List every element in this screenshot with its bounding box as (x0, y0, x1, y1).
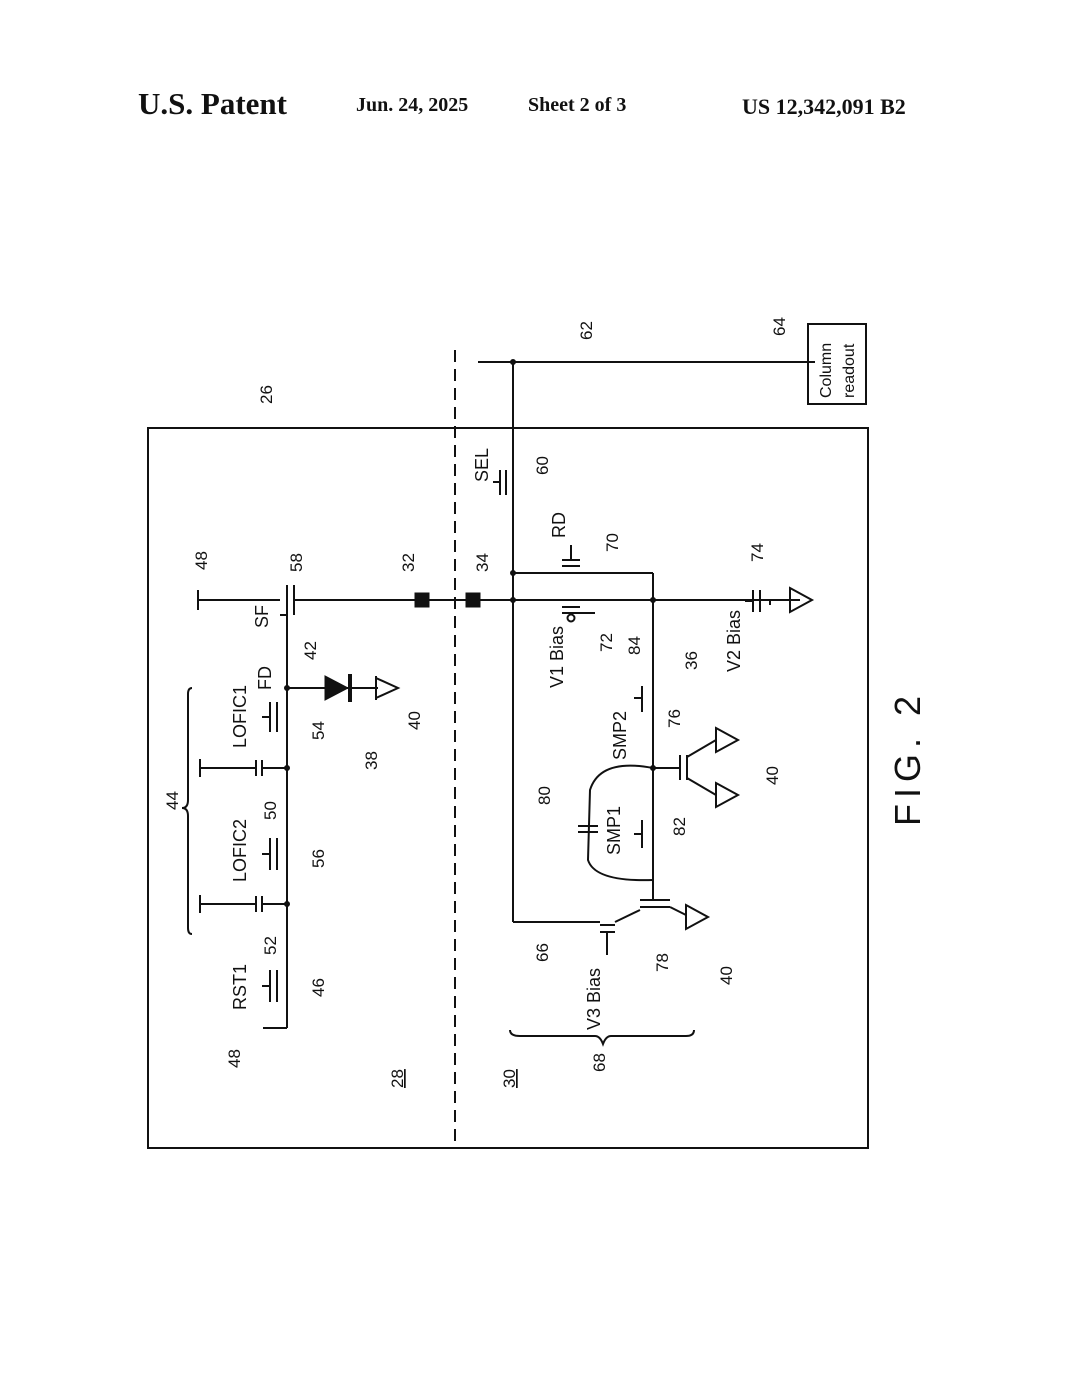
ref-72: 72 (597, 633, 616, 652)
ref-30: 30 (500, 1069, 519, 1088)
label-lofic1: LOFIC1 (230, 685, 250, 748)
ref-56: 56 (309, 849, 328, 868)
ref-28: 28 (388, 1069, 407, 1088)
label-sf: SF (252, 605, 272, 628)
ref-62: 62 (577, 321, 596, 340)
column-readout-label-line2: readout (841, 343, 858, 398)
ground-symbol (715, 726, 741, 754)
label-smp2: SMP2 (610, 711, 630, 760)
bond-pad-32 (414, 592, 430, 608)
ground-symbol (789, 586, 815, 614)
label-sel: SEL (472, 448, 492, 482)
wire (614, 909, 641, 923)
junction-dot (510, 570, 516, 576)
ref-32: 32 (399, 553, 418, 572)
ref-68: 68 (590, 1053, 609, 1072)
label-lofic2: LOFIC2 (230, 819, 250, 882)
bond-pad-34 (465, 592, 481, 608)
junction-dot (510, 359, 516, 365)
header-date: Jun. 24, 2025 (356, 94, 469, 116)
ground-symbol (685, 903, 711, 931)
column-readout-box (807, 323, 867, 405)
ref-74: 74 (748, 543, 767, 562)
pixel-outline-box (147, 427, 869, 1149)
junction-dot (510, 597, 516, 603)
label-rd: RD (549, 512, 569, 538)
brace-44 (181, 687, 193, 935)
ref-52: 52 (261, 936, 280, 955)
label-v1-bias: V1 Bias (547, 626, 567, 688)
ref-64: 64 (770, 317, 789, 336)
ref-70: 70 (603, 533, 622, 552)
wire (669, 906, 687, 916)
ref-46: 46 (309, 978, 328, 997)
header-title: U.S. Patent (138, 86, 287, 121)
junction-dot (650, 597, 656, 603)
brace-68 (509, 1029, 695, 1047)
junction-dot (284, 685, 290, 691)
wire (686, 777, 717, 796)
ref-40: 40 (717, 966, 736, 985)
ref-40: 40 (763, 766, 782, 785)
ref-42: 42 (301, 641, 320, 660)
label-fd: FD (255, 666, 275, 690)
ref-40: 40 (405, 711, 424, 730)
ref-66: 66 (533, 943, 552, 962)
photodiode-38-symbol (324, 675, 350, 701)
label-v2-bias: V2 Bias (724, 610, 744, 672)
ref-80: 80 (535, 786, 554, 805)
ground-symbol (715, 781, 741, 809)
junction-dot (284, 901, 290, 907)
column-readout-label-line1: Column (818, 343, 835, 398)
ref-60: 60 (533, 456, 552, 475)
ref-34: 34 (473, 553, 492, 572)
ref-76: 76 (665, 709, 684, 728)
label-v3-bias: V3 Bias (584, 968, 604, 1030)
header-patent-number: US 12,342,091 B2 (742, 94, 906, 119)
ref-48: 48 (192, 551, 211, 570)
wire (686, 739, 717, 758)
ref-58: 58 (287, 553, 306, 572)
ref-26: 26 (257, 385, 276, 404)
ref-78: 78 (653, 953, 672, 972)
ref-48: 48 (225, 1049, 244, 1068)
ref-82: 82 (670, 817, 689, 836)
label-smp1: SMP1 (604, 806, 624, 855)
inverter-bubble (566, 613, 576, 623)
page-header: U.S. Patent Jun. 24, 2025 Sheet 2 of 3 U… (0, 84, 1080, 128)
header-sheet: Sheet 2 of 3 (528, 94, 627, 116)
ref-38: 38 (362, 751, 381, 770)
junction-dot (284, 765, 290, 771)
ref-50: 50 (261, 801, 280, 820)
ref-84: 84 (625, 636, 644, 655)
label-rst1: RST1 (230, 964, 250, 1010)
ref-44: 44 (163, 791, 182, 810)
junction-dot (650, 765, 656, 771)
figure-label: FIG. 2 (887, 690, 928, 826)
ref-54: 54 (309, 721, 328, 740)
ref-36: 36 (682, 651, 701, 670)
ground-symbol (375, 676, 401, 700)
